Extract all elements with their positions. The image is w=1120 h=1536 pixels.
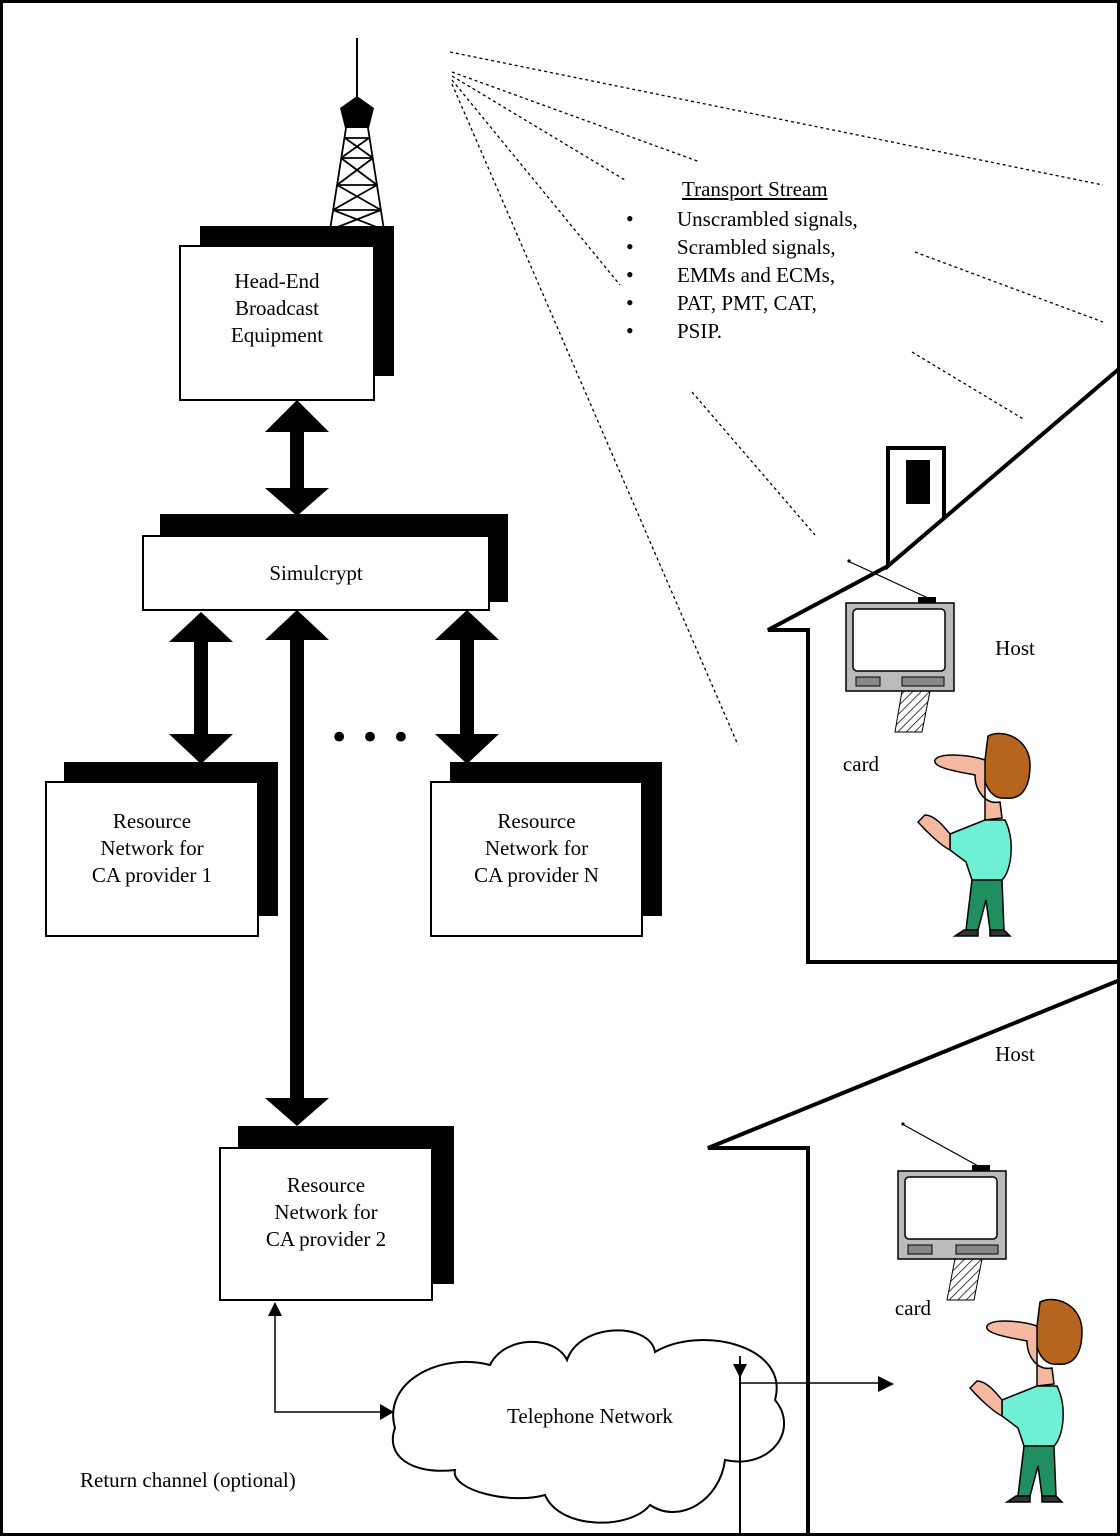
- provider-n-box: [430, 762, 662, 937]
- simulcrypt-label: Simulcrypt: [269, 561, 363, 585]
- provider-1-line-3: CA provider 1: [91, 863, 213, 887]
- provider-1-line-2: Network for: [100, 836, 204, 860]
- provider-2-line-2: Network for: [274, 1200, 378, 1224]
- provider-2-box: [219, 1126, 454, 1301]
- return-channel-arrowhead-right: [380, 1404, 394, 1420]
- transport-stream-item: PAT, PMT, CAT,: [622, 289, 942, 317]
- provider-n-line-2: Network for: [484, 836, 589, 860]
- transport-stream-heading: Transport Stream: [682, 177, 828, 201]
- transport-stream-item: Unscrambled signals,: [622, 205, 942, 233]
- simulcrypt-box: [142, 514, 508, 611]
- broadcast-signal-lines: [449, 51, 1104, 746]
- double-arrow-provider-n: [435, 610, 499, 764]
- person-2-icon: [968, 1298, 1083, 1503]
- person-1-icon: [916, 732, 1031, 937]
- provider-2-line-3: CA provider 2: [265, 1227, 387, 1251]
- provider-n-line-1: Resource: [497, 809, 576, 833]
- tv-2-icon: [897, 1122, 1007, 1301]
- telephone-network-label: Telephone Network: [507, 1404, 673, 1428]
- head-end-box: [179, 226, 394, 401]
- head-end-label: Head-End Broadcast Equipment: [180, 268, 374, 349]
- transport-stream-list: Transport Stream Unscrambled signals, Sc…: [622, 175, 942, 345]
- double-arrow-provider-1: [169, 612, 233, 764]
- providers-ellipsis: • • •: [329, 718, 411, 758]
- broadcast-tower-icon: [329, 38, 385, 231]
- house-2-card-label: card: [894, 1296, 932, 1320]
- provider-2-label: Resource Network for CA provider 2: [220, 1172, 432, 1253]
- provider-n-line-3: CA provider N: [474, 863, 599, 887]
- provider-1-box: [45, 762, 278, 937]
- return-channel-label: Return channel (optional): [80, 1468, 296, 1492]
- transport-stream-item: PSIP.: [622, 317, 942, 345]
- provider-1-line-1: Resource: [112, 809, 192, 833]
- provider-1-label: Resource Network for CA provider 1: [46, 808, 258, 889]
- double-arrow-provider-2: [265, 610, 329, 1126]
- head-end-line-2: Broadcast: [235, 296, 319, 320]
- head-end-line-3: Equipment: [230, 323, 324, 347]
- return-channel-arrow: [274, 1312, 384, 1413]
- house-1: [767, 366, 1120, 964]
- double-arrow-headend-simulcrypt: [265, 400, 329, 516]
- return-channel-arrowhead-up: [268, 1302, 282, 1316]
- house-2-host-label: Host: [995, 1042, 1035, 1066]
- house-1-card-label: card: [842, 752, 880, 776]
- chimney-window: [906, 460, 930, 504]
- provider-n-label: Resource Network for CA provider N: [431, 808, 642, 889]
- house-1-host-label: Host: [995, 636, 1035, 660]
- telephone-network-cloud: [391, 1329, 786, 1524]
- transport-stream-item: Scrambled signals,: [622, 233, 942, 261]
- transport-stream-item: EMMs and ECMs,: [622, 261, 942, 289]
- provider-2-line-1: Resource: [286, 1173, 366, 1197]
- head-end-line-1: Head-End: [234, 269, 320, 293]
- tv-1-icon: [845, 559, 955, 733]
- house-2: [707, 978, 1120, 1536]
